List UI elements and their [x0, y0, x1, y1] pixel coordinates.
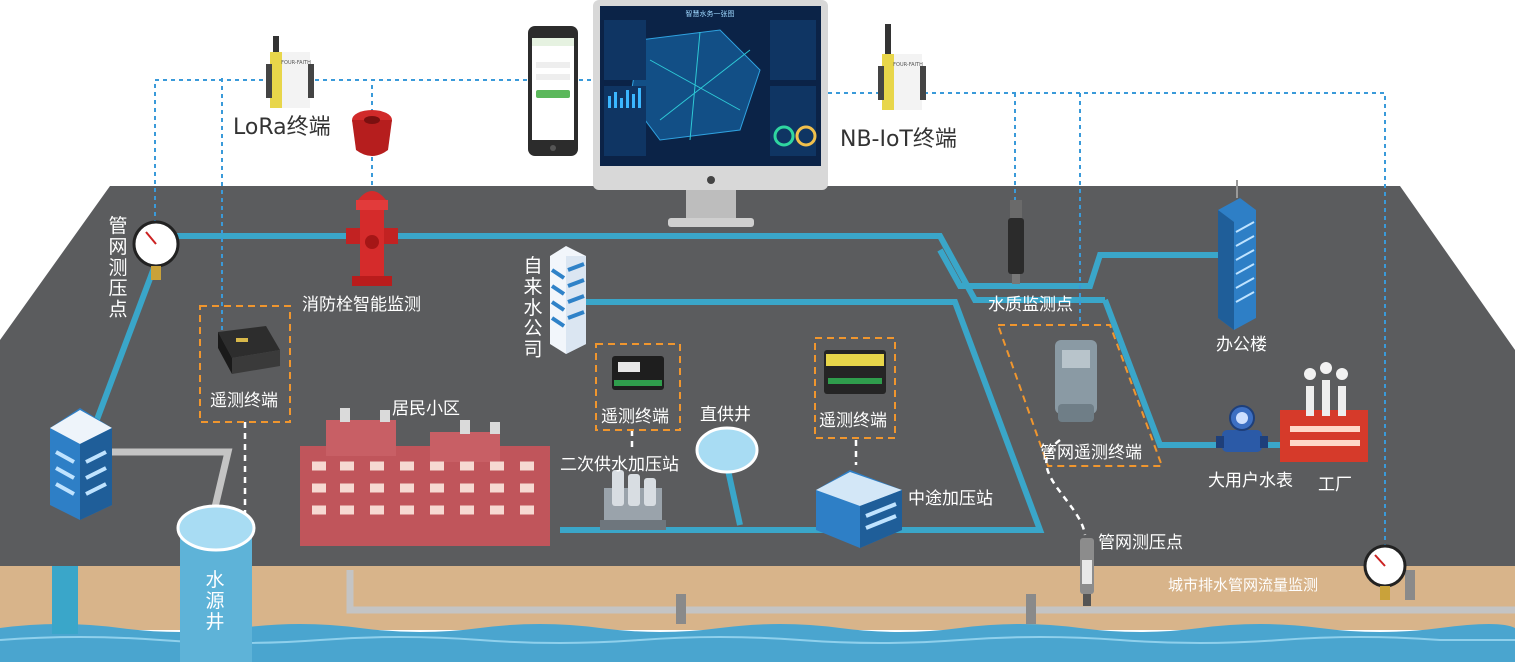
residential-area-icon [300, 408, 550, 546]
direct-well-label: 直供井 [700, 405, 751, 425]
remote-terminal-right-label: 遥测终端 [819, 411, 887, 431]
nbiot-terminal-label: NB-IoT终端 [840, 127, 957, 152]
midway-booster-label: 中途加压站 [908, 489, 993, 509]
water-company-label: 自来水公司 [523, 255, 542, 361]
water-source-well-label: 水源井 [205, 569, 224, 633]
remote-terminal-right-device [824, 350, 886, 394]
link-lora-left [154, 79, 593, 224]
fire-hydrant-icon [346, 191, 398, 286]
hydrant-monitoring-label: 消防栓智能监测 [302, 295, 421, 315]
dashboard-monitor: 智慧水务一张图 [593, 0, 828, 227]
supply-pipe-direct-well [725, 469, 743, 526]
gauge-icon [773, 125, 795, 147]
lora-device: FOUR-FAITH [266, 36, 314, 108]
highlight-remote-middle [595, 343, 681, 431]
factory-icon [1280, 362, 1368, 462]
svg-text:管网测压点: 管网测压点 [108, 215, 127, 321]
direct-well-icon [695, 426, 759, 474]
booster-pump-icon [600, 470, 666, 530]
pipe-remote-terminal-device [1055, 340, 1097, 422]
water-layer [0, 624, 1515, 662]
svg-text:FOUR-FAITH: FOUR-FAITH [281, 60, 311, 66]
factory-label: 工厂 [1318, 475, 1352, 495]
svg-text:水源井: 水源井 [205, 569, 224, 633]
grey-pipe-source [100, 448, 233, 521]
residential-area-label: 居民小区 [392, 399, 460, 419]
water-quality-sensor-icon [1008, 200, 1024, 284]
pressure-gauge-left-icon [132, 220, 180, 280]
intake-pipe [52, 566, 78, 634]
soil-layer [0, 566, 1515, 630]
remote-terminal-middle-device [612, 356, 664, 390]
remote-terminal-middle-label: 遥测终端 [601, 407, 669, 427]
blue-building-left-icon [50, 408, 112, 520]
water-source-well-icon [176, 504, 256, 662]
svg-text:FOUR-FAITH: FOUR-FAITH [893, 62, 923, 68]
link-nbiot [828, 92, 1386, 545]
water-meter-icon [1216, 405, 1268, 452]
pressure-sensor-icon [1080, 538, 1094, 606]
pipe-pressure-point-left-label: 管网测压点 [108, 215, 127, 321]
nbiot-device: FOUR-FAITH [878, 24, 926, 110]
water-company-building-icon [550, 246, 586, 354]
office-building-icon [1218, 180, 1256, 330]
svg-text:自来水公司: 自来水公司 [523, 255, 542, 361]
pipe-pressure-point-bottom-label: 管网测压点 [1098, 533, 1183, 553]
highlight-pipe-terminal [996, 324, 1164, 467]
drainage-flow-monitoring-label: 城市排水管网流量监测 [1168, 576, 1318, 594]
office-building-label: 办公楼 [1216, 335, 1267, 355]
drainage-pipe [346, 570, 1515, 614]
red-valve-icon [352, 110, 392, 156]
highlight-remote-left [199, 305, 291, 423]
link-pipe-sensor [1045, 439, 1087, 536]
lora-terminal-label: LoRa终端 [233, 115, 331, 140]
midway-booster-building-icon [816, 470, 902, 548]
secondary-booster-label: 二次供水加压站 [560, 455, 679, 475]
remote-terminal-left-device [218, 326, 280, 374]
pipe-remote-terminal-label: 管网遥测终端 [1040, 443, 1142, 463]
remote-terminal-left-label: 遥测终端 [210, 391, 278, 411]
power-button-icon [707, 176, 715, 184]
large-user-meter-label: 大用户水表 [1208, 471, 1293, 491]
dashboard-title: 智慧水务一张图 [686, 9, 735, 18]
mobile-phone [528, 26, 578, 156]
pressure-gauge-right-icon [1363, 544, 1407, 600]
supply-pipe-company [560, 299, 1045, 533]
water-quality-point-label: 水质监测点 [988, 295, 1073, 315]
highlight-remote-right [814, 337, 896, 439]
supply-pipe-top-right [937, 248, 1230, 289]
